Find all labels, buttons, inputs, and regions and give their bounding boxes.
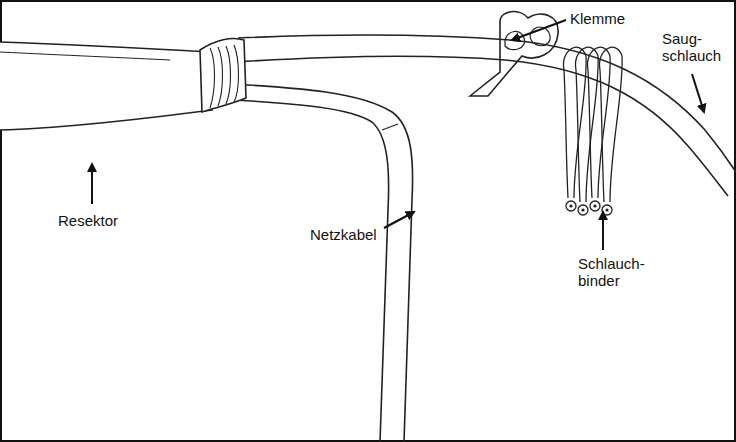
collar-thread xyxy=(218,47,223,106)
part-label: Schlauch- binder xyxy=(578,255,654,289)
clamp xyxy=(470,12,558,96)
hose-tie-ring xyxy=(590,201,600,211)
hose-tie xyxy=(587,47,610,198)
collar-thread xyxy=(234,45,239,102)
leader-arrow xyxy=(512,20,566,40)
part-label: Klemme xyxy=(570,10,650,27)
power-cable xyxy=(232,84,413,442)
clamp xyxy=(505,31,525,49)
resector xyxy=(0,52,170,60)
leader-arrow xyxy=(384,212,414,228)
collar-thread xyxy=(226,46,231,104)
hose-tie-ring xyxy=(569,204,572,207)
leader-arrow xyxy=(602,212,604,250)
leader-arrow xyxy=(692,74,704,112)
part-label: Saug- schlauch xyxy=(662,30,726,64)
hose-tie xyxy=(563,47,586,198)
suction-hose xyxy=(238,35,736,172)
collar-thread xyxy=(210,45,239,108)
hose-tie-ring xyxy=(578,205,588,215)
collar-thread xyxy=(210,48,215,108)
suction-hose xyxy=(236,56,728,196)
part-label: Netzkabel xyxy=(310,226,390,243)
hose-tie xyxy=(575,47,598,202)
hose-tie xyxy=(563,47,622,215)
hose-tie-ring xyxy=(581,208,584,211)
resector xyxy=(0,42,212,130)
part-label: Resektor xyxy=(58,212,138,229)
power-cable xyxy=(382,124,398,130)
hose-tie-ring xyxy=(593,204,596,207)
hose-tie-ring xyxy=(566,201,576,211)
leader-arrow xyxy=(91,164,93,204)
hose-tie xyxy=(599,47,622,202)
hose-clamp-collar xyxy=(200,38,246,112)
power-cable xyxy=(236,100,389,442)
hose-tie-ring xyxy=(605,208,608,211)
